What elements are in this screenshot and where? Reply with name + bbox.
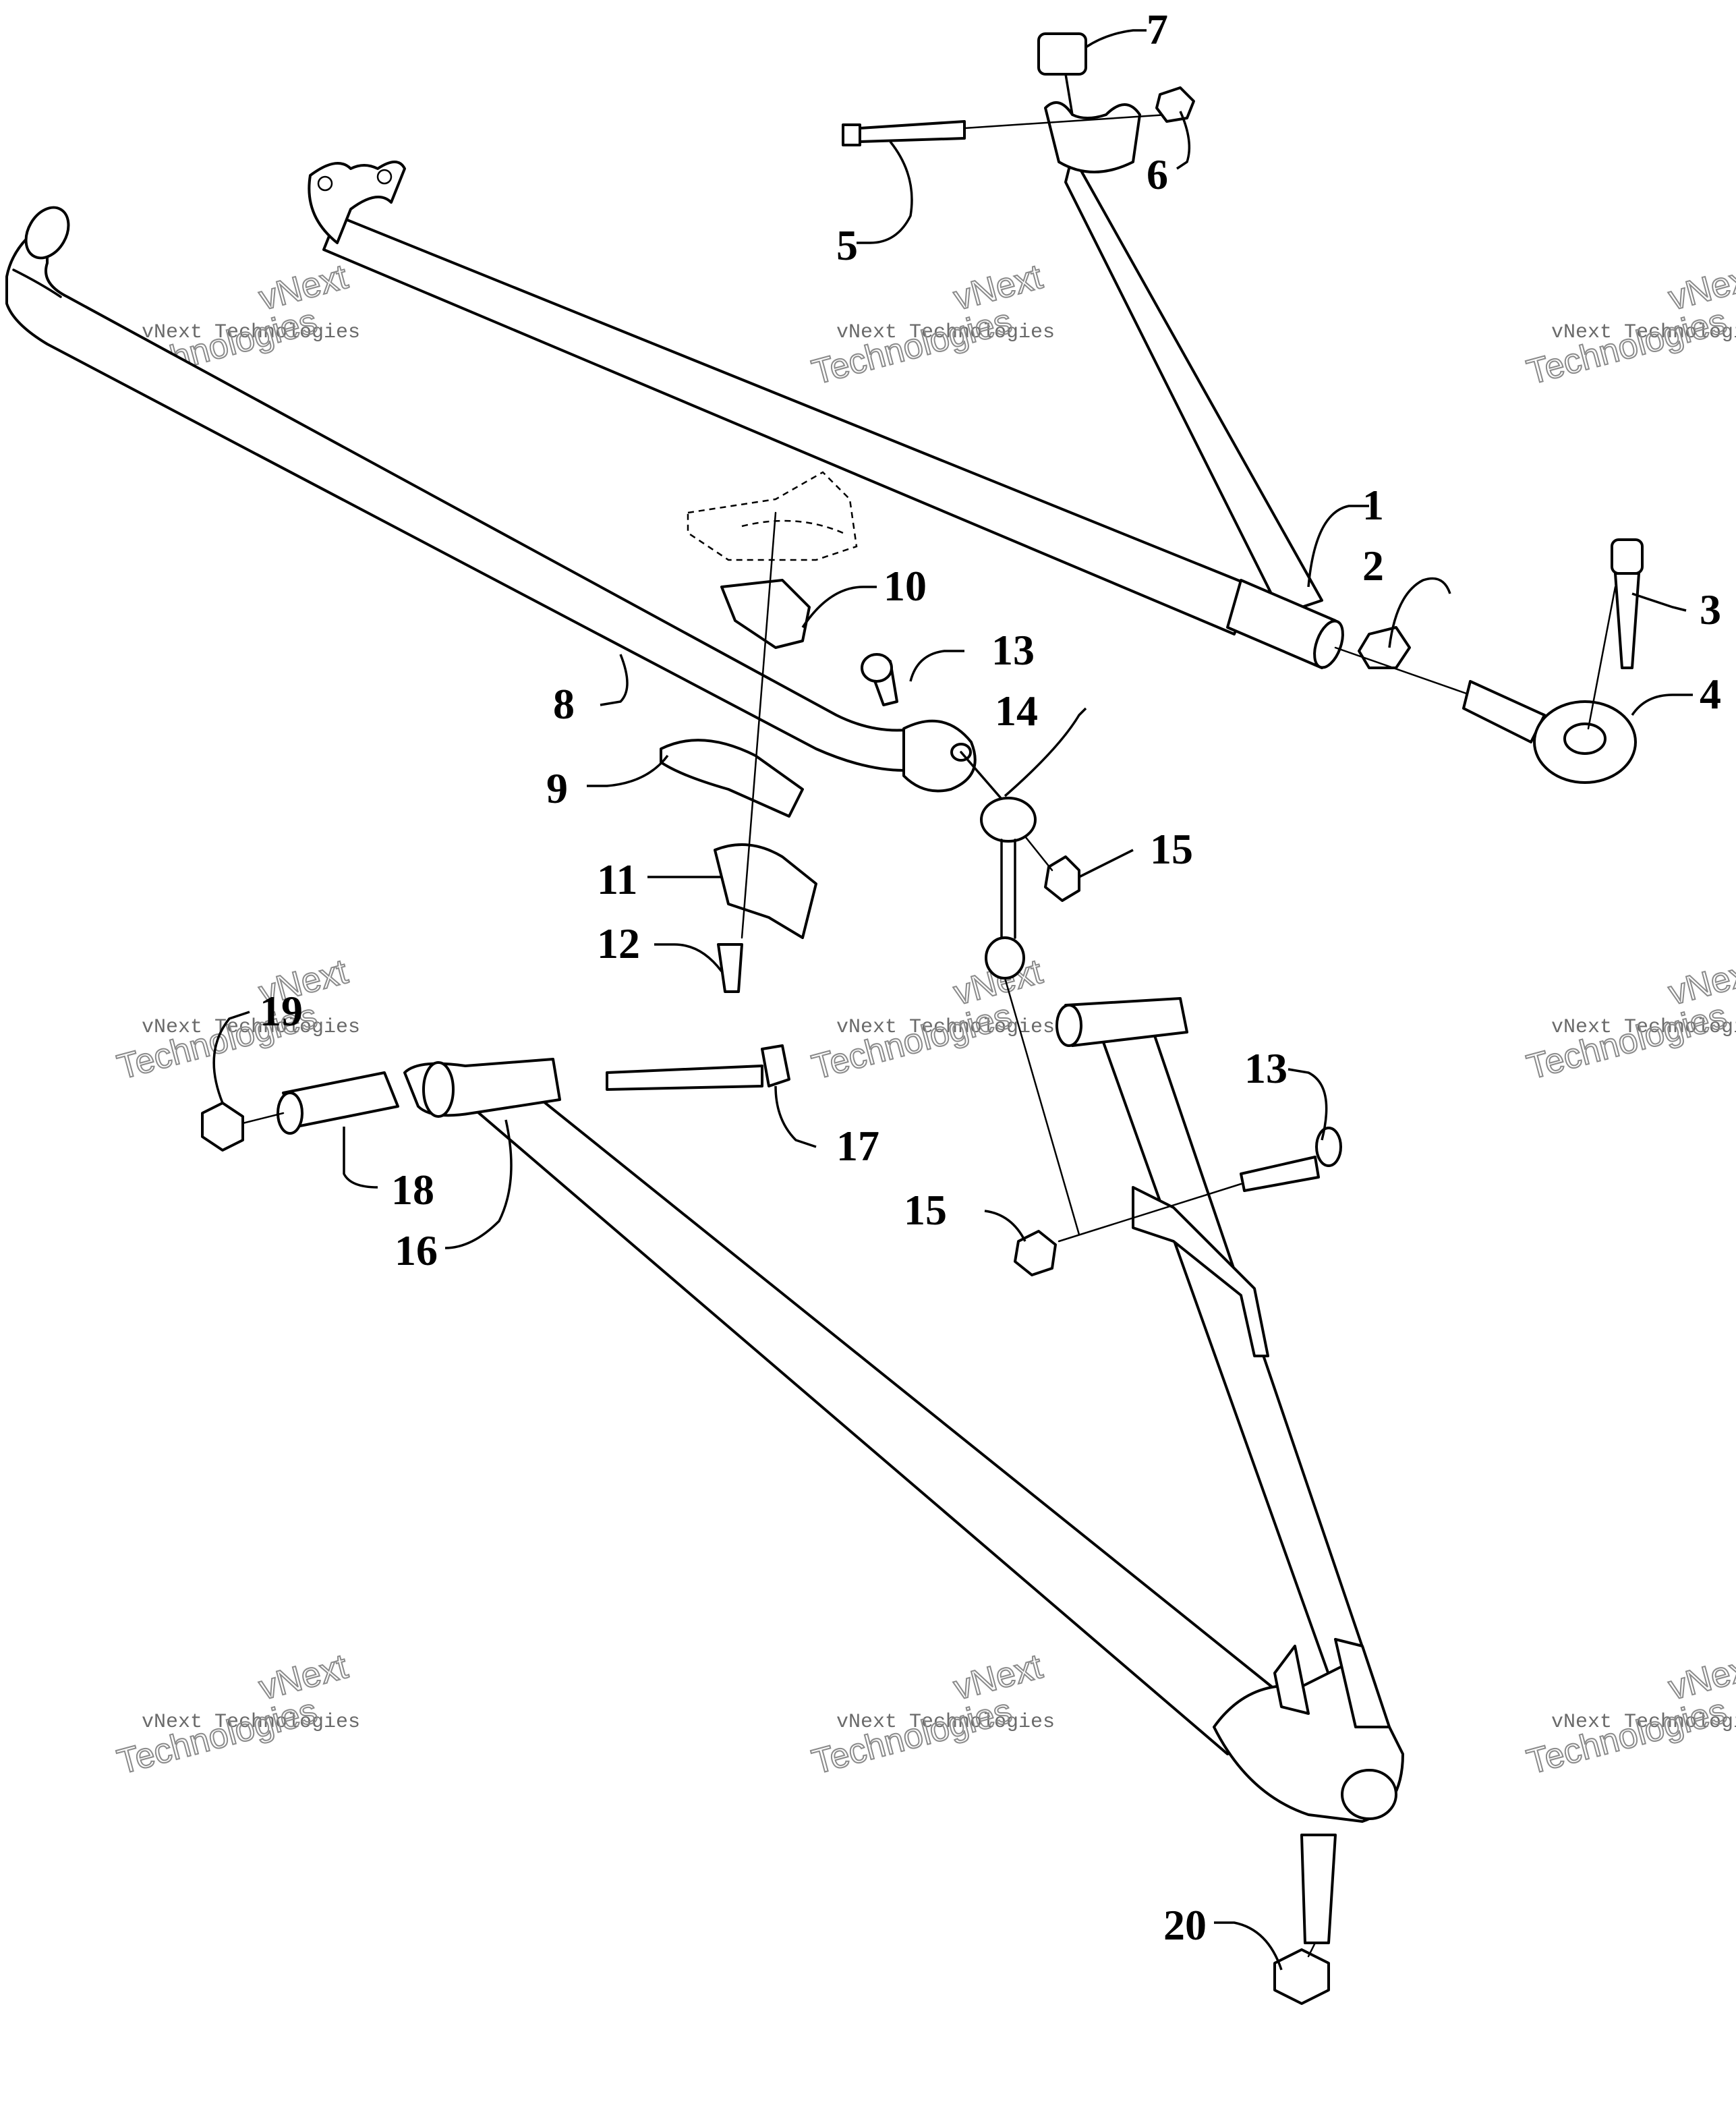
callout-14: 14: [995, 687, 1038, 735]
callout-20: 20: [1163, 1901, 1207, 1949]
watermark-technologies: Technologies: [808, 1691, 1016, 1782]
callout-13-upper: 13: [991, 626, 1035, 674]
watermark-company: vNext Technologies: [142, 1016, 360, 1039]
callout-3: 3: [1700, 586, 1721, 633]
callout-12: 12: [597, 919, 640, 967]
callout-8: 8: [553, 680, 575, 728]
upper-a-arm: [308, 32, 1344, 669]
callout-15-upper: 15: [1150, 825, 1193, 873]
callout-17: 17: [836, 1122, 879, 1170]
callout-15-lower: 15: [904, 1186, 947, 1234]
watermark-technologies: Technologies: [1523, 302, 1731, 393]
lower-a-arm: [403, 997, 1404, 1944]
callout-numbers: 1 2 3 4 5 6 7 8 9 10 11 12 13 13 14 15 1…: [260, 5, 1721, 1949]
callout-16: 16: [395, 1226, 438, 1274]
stabilizer-bar: [5, 206, 1006, 804]
callout-10: 10: [884, 562, 927, 610]
callout-leaders: [212, 29, 1693, 1971]
callout-5: 5: [836, 221, 858, 269]
watermark-company: vNext Technologies: [836, 1711, 1055, 1734]
watermark-technologies: Technologies: [1523, 996, 1731, 1087]
watermark-company: vNext Technologies: [142, 321, 360, 344]
callout-6: 6: [1147, 150, 1168, 198]
callout-1: 1: [1362, 481, 1384, 529]
watermark-technologies: Technologies: [113, 1691, 321, 1782]
watermark-company: vNext Technologies: [836, 321, 1055, 344]
callout-13-lower: 13: [1244, 1044, 1287, 1092]
watermark-technologies: Technologies: [808, 996, 1016, 1087]
callout-9: 9: [546, 764, 568, 812]
stabilizer-link: [862, 654, 1080, 980]
callout-4: 4: [1700, 670, 1721, 718]
callout-7: 7: [1147, 5, 1168, 53]
upper-arm-hardware: [842, 86, 1644, 784]
stabilizer-bracket-assembly: [660, 471, 858, 993]
watermark-company: vNext Technologies: [1551, 1016, 1736, 1039]
watermark-technologies: Technologies: [808, 302, 1016, 393]
watermark-company: vNext Technologies: [1551, 321, 1736, 344]
callout-18: 18: [391, 1166, 434, 1214]
watermark-technologies: Technologies: [1523, 1691, 1731, 1782]
watermark-company: vNext Technologies: [142, 1711, 360, 1734]
callout-2: 2: [1362, 542, 1384, 590]
callout-11: 11: [597, 855, 637, 903]
callout-19: 19: [260, 987, 303, 1035]
watermark-company: vNext Technologies: [1551, 1711, 1736, 1734]
